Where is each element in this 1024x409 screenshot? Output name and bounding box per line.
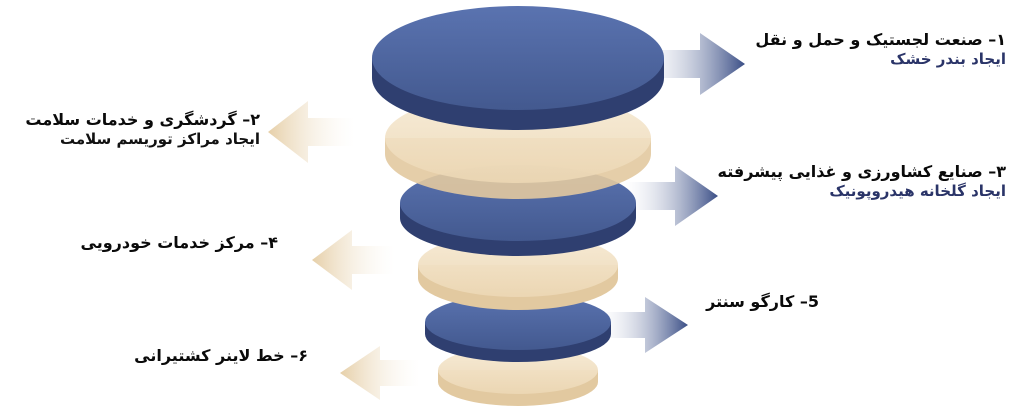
arrow-left-4: [312, 230, 395, 290]
label-item-5: 5– کارگو سنتر: [706, 292, 819, 312]
funnel-layer-5: [425, 294, 611, 362]
arrow-right-5: [600, 297, 688, 353]
item-1-subtitle: ایجاد بندر خشک: [890, 50, 1006, 68]
item-3-title: ۳– صنایع کشاورزی و غذایی پیشرفته: [717, 162, 1006, 181]
arrow-left-2: [268, 101, 355, 163]
funnel-layer-1: [372, 6, 664, 130]
arrow-right-1: [640, 33, 745, 95]
item-5-title: 5– کارگو سنتر: [706, 292, 819, 311]
arrow-left-6: [340, 346, 420, 400]
item-1-title: ۱– صنعت لجستیک و حمل و نقل: [755, 30, 1006, 49]
label-item-1: ۱– صنعت لجستیک و حمل و نقل ایجاد بندر خش…: [755, 30, 1006, 69]
item-2-title: ۲– گردشگری و خدمات سلامت: [25, 110, 260, 129]
item-4-title: ۴– مرکز خدمات خودرویی: [80, 233, 278, 252]
label-item-2: ۲– گردشگری و خدمات سلامت ایجاد مراکز تور…: [20, 110, 260, 149]
label-item-3: ۳– صنایع کشاورزی و غذایی پیشرفته ایجاد گ…: [718, 162, 1006, 201]
item-6-title: ۶– خط لاینر کشتیرانی: [134, 346, 308, 365]
item-3-subtitle: ایجاد گلخانه هیدروپونیک: [829, 182, 1006, 200]
item-2-subtitle: ایجاد مراکز توریسم سلامت: [59, 130, 260, 148]
label-item-6: ۶– خط لاینر کشتیرانی: [120, 346, 308, 366]
label-item-4: ۴– مرکز خدمات خودرویی: [60, 233, 278, 253]
arrow-right-3: [625, 166, 718, 226]
